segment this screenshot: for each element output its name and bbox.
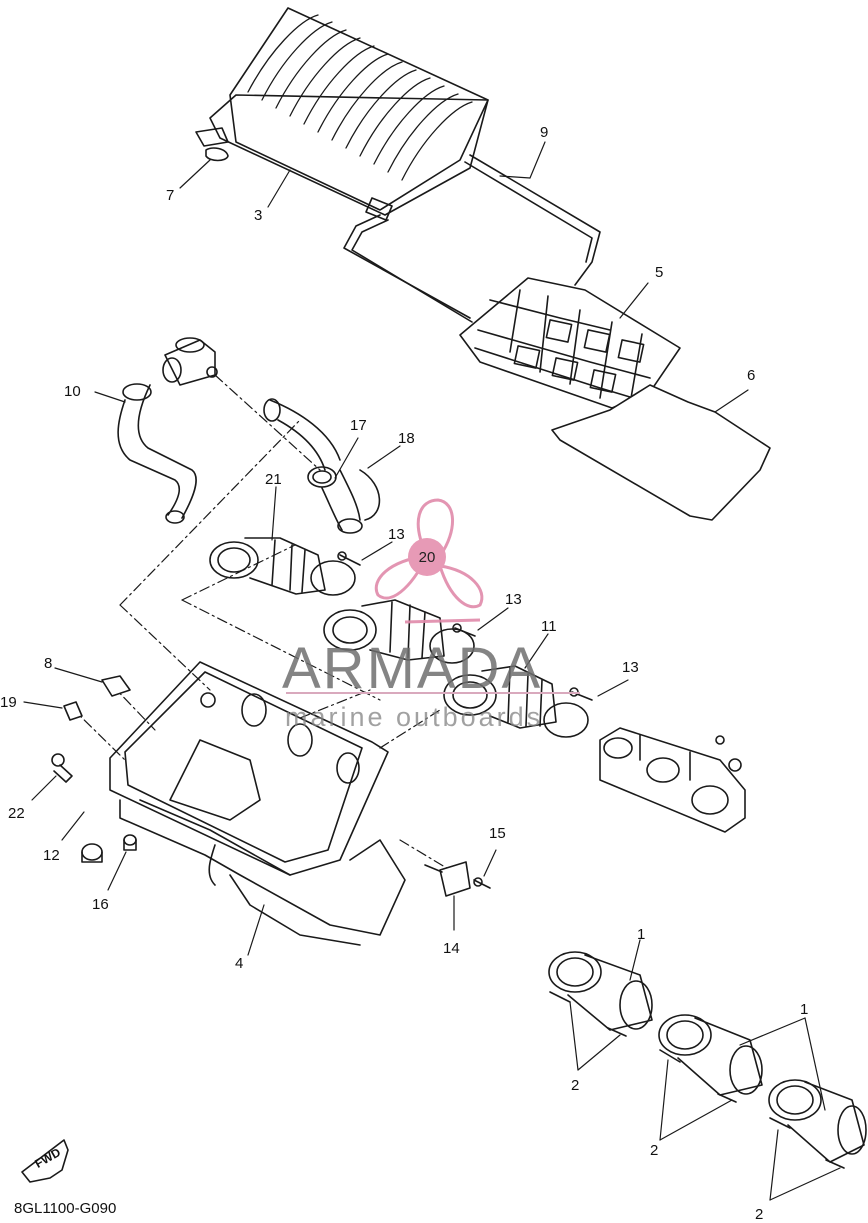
part-label-16: 16 (92, 896, 109, 913)
part-16-collar (123, 834, 137, 851)
watermark-title: ARMADA (282, 636, 543, 701)
part-label-15: 15 (489, 825, 506, 842)
part-label-4: 4 (235, 955, 244, 972)
grid-plate (459, 277, 681, 409)
part-label-18: 18 (398, 430, 415, 447)
hose-clamp-17 (307, 466, 337, 488)
part-label-2-b: 2 (650, 1142, 659, 1159)
element-wire-frame (343, 154, 601, 323)
part-19-clip (63, 701, 83, 721)
breather-hose-10 (117, 383, 197, 524)
part-label-22: 22 (8, 805, 25, 822)
part-label-19: 19 (0, 694, 17, 711)
bolt-22 (51, 753, 73, 783)
part-label-5: 5 (655, 264, 664, 281)
breather-hose-18 (263, 398, 381, 534)
part-label-2-c: 2 (755, 1206, 764, 1223)
part-label-9: 9 (540, 124, 549, 141)
part-label-14: 14 (443, 940, 460, 957)
watermark-subtitle: marine outboards (285, 702, 544, 732)
hose-fitting-14 (424, 861, 471, 897)
air-filter-case (109, 661, 406, 946)
part-label-21: 21 (265, 471, 282, 488)
part-label-20: 20 (408, 538, 446, 576)
intake-joint-21 (209, 537, 356, 596)
intake-joint-20 (323, 599, 475, 664)
air-filter-element (195, 7, 489, 221)
watermark-propeller-icon (374, 498, 484, 624)
diagram-code: 8GL1100-G090 (14, 1200, 117, 1217)
fwd-arrow-icon (21, 1139, 69, 1183)
part-label-13-c: 13 (622, 659, 639, 676)
joint-1c (768, 1079, 867, 1169)
part-label-12: 12 (43, 847, 60, 864)
part-label-13-b: 13 (505, 591, 522, 608)
part-label-17: 17 (350, 417, 367, 434)
part-label-1-b: 1 (800, 1001, 809, 1018)
part-label-2-a: 2 (571, 1077, 580, 1094)
part-label-10: 10 (64, 383, 81, 400)
part-8-plug (101, 675, 131, 697)
part-label-3: 3 (254, 207, 263, 224)
breather-joint (162, 337, 218, 386)
part-label-7: 7 (166, 187, 175, 204)
intake-joint-11 (443, 665, 589, 738)
part-label-11: 11 (541, 618, 557, 635)
joint-1a (548, 951, 653, 1037)
joint-1b (658, 1014, 763, 1103)
part-label-13-a: 13 (388, 526, 405, 543)
sponge-pad (551, 384, 771, 521)
part-label-8: 8 (44, 655, 53, 672)
part-label-1-a: 1 (637, 926, 646, 943)
grommet-12 (81, 843, 103, 863)
throttle-body (599, 727, 746, 833)
part-label-6: 6 (747, 367, 756, 384)
screw-15 (473, 877, 491, 889)
